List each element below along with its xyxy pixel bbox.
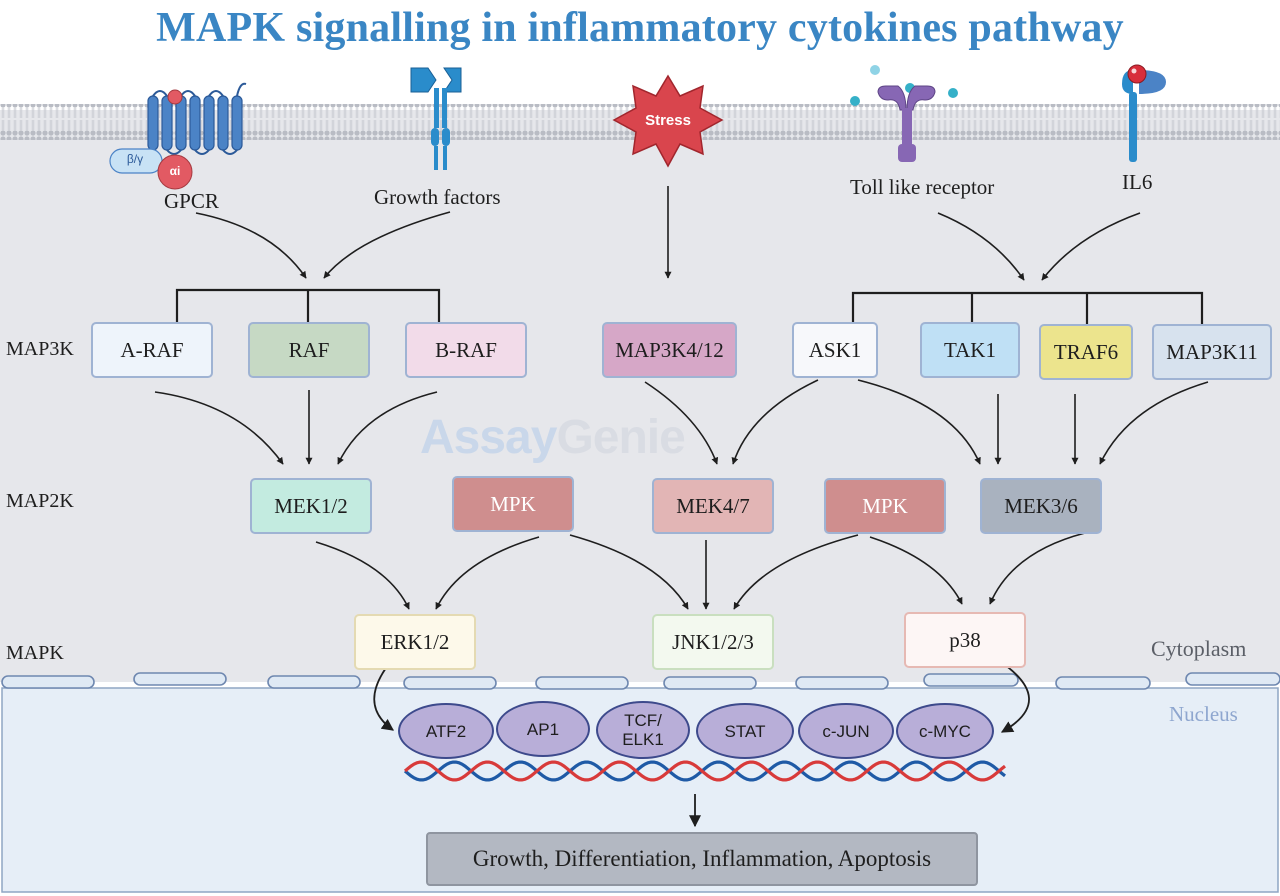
outcome-box: Growth, Differentiation, Inflammation, A…	[426, 832, 978, 886]
mpk-node-1: MPK	[452, 476, 574, 532]
p38-node: p38	[904, 612, 1026, 668]
tf-c-myc: c-MYC	[896, 703, 994, 759]
tf-atf2: ATF2	[398, 703, 494, 759]
map3k-brackets	[175, 288, 1204, 326]
map3k4-12-node: MAP3K4/12	[602, 322, 737, 378]
page-title: MAPK signalling in inflammatory cytokine…	[156, 5, 1124, 51]
receptor-arrows	[195, 186, 1141, 281]
nucleus-label: Nucleus	[1169, 702, 1238, 726]
beta-gamma-label: β/γ	[126, 152, 144, 166]
map3k11-node: MAP3K11	[1152, 324, 1272, 380]
stress-label: Stress	[645, 112, 691, 129]
mek3-6-node: MEK3/6	[980, 478, 1102, 534]
gpcr-label: GPCR	[164, 189, 219, 213]
level-map2k: MAP2K	[6, 490, 74, 512]
level-map3k: MAP3K	[6, 338, 74, 360]
tf-ap1: AP1	[496, 701, 590, 757]
map2k-to-mapk-arrows	[315, 532, 1086, 610]
mek1-2-node: MEK1/2	[250, 478, 372, 534]
braf-node: B-RAF	[405, 322, 527, 378]
il6-label: IL6	[1122, 170, 1153, 194]
tf-tcf-elk1: TCF/ ELK1	[596, 701, 690, 759]
cytoplasm-region	[0, 110, 1280, 682]
tf-stat: STAT	[696, 703, 794, 759]
toll-like-receptor-icon	[850, 65, 958, 162]
growth-factors-label: Growth factors	[374, 185, 501, 209]
gpcr-receptor-icon	[109, 82, 247, 190]
map3k-to-map2k-arrows	[154, 379, 1209, 465]
il6-receptor-icon	[1122, 64, 1166, 162]
watermark-part1: Assay	[420, 411, 557, 464]
stress-icon	[612, 74, 724, 168]
nuclear-envelope	[1, 672, 1280, 690]
watermark: AssayGenie	[420, 410, 686, 465]
tak1-node: TAK1	[920, 322, 1020, 378]
growth-factor-receptor-icon	[410, 67, 462, 170]
raf-node: RAF	[248, 322, 370, 378]
araf-node: A-RAF	[91, 322, 213, 378]
level-mapk: MAPK	[6, 642, 64, 664]
erk1-2-node: ERK1/2	[354, 614, 476, 670]
traf6-node: TRAF6	[1039, 324, 1133, 380]
alpha-i-label: αi	[169, 164, 181, 178]
cytoplasm-label: Cytoplasm	[1151, 636, 1247, 661]
mek4-7-node: MEK4/7	[652, 478, 774, 534]
jnk1-2-3-node: JNK1/2/3	[652, 614, 774, 670]
toll-like-receptor-label: Toll like receptor	[850, 175, 995, 199]
watermark-part2: Genie	[556, 411, 685, 464]
mpk-node-2: MPK	[824, 478, 946, 534]
ask1-node: ASK1	[792, 322, 878, 378]
dna-helix-icon	[403, 760, 1006, 782]
tf-c-jun: c-JUN	[798, 703, 894, 759]
